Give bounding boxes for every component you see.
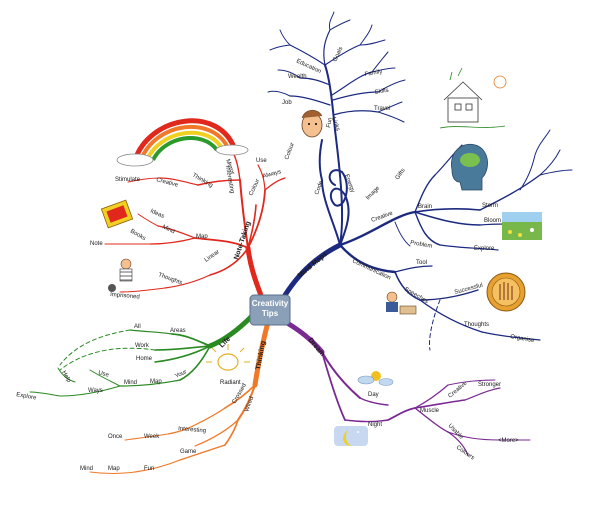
- label-dream[interactable]: Dream: [306, 337, 325, 358]
- label-energy: Energy: [343, 174, 355, 194]
- label-map-th: Map: [108, 466, 120, 472]
- label-fun-th: Fun: [144, 466, 154, 472]
- moon-icon: [334, 426, 368, 446]
- label-colour-nt: Colour: [248, 178, 261, 197]
- label-image: Image: [365, 185, 382, 202]
- label-job: Job: [282, 100, 292, 106]
- label-imprisoned: Imprisoned: [110, 292, 140, 301]
- label-day: Day: [368, 392, 379, 398]
- label-use-nt: Use: [256, 158, 267, 164]
- label-mind-th: Mind: [80, 466, 93, 472]
- central-node[interactable]: Creativity Tips: [249, 294, 291, 326]
- branch-thinking: [89, 319, 271, 474]
- label-code: Code: [314, 180, 325, 196]
- label-explore-mm: Explore: [474, 246, 495, 252]
- label-thinking[interactable]: Thinking: [255, 340, 267, 370]
- label-links: Links: [330, 117, 340, 132]
- label-week: Week: [144, 434, 160, 440]
- label-organise: Organise: [510, 334, 536, 344]
- label-speeches: Speeches: [403, 287, 429, 306]
- label-always: Always: [262, 169, 282, 180]
- label-fun: Fun: [326, 117, 334, 128]
- label-successful: Successful: [454, 283, 484, 296]
- label-map-life: Map: [150, 379, 162, 385]
- branch-dream: [279, 317, 531, 456]
- label-books: Books: [129, 229, 146, 243]
- hand-coin-icon: [486, 272, 526, 312]
- prisoner-icon: [108, 258, 133, 292]
- brain-head-icon: [451, 144, 488, 191]
- center-title-line-2: Tips: [262, 309, 279, 318]
- label-problem: Problem: [410, 240, 433, 250]
- label-mind-maps[interactable]: Mind Maps: [297, 251, 329, 280]
- label-thoughts-nt: Thoughts: [157, 272, 183, 286]
- label-storm: Storm: [482, 203, 498, 209]
- label-stronger: Stronger: [478, 382, 501, 388]
- label-linear: Linear: [204, 249, 221, 263]
- man-head-icon: [301, 109, 323, 138]
- label-bloom: Bloom: [484, 218, 501, 224]
- label-work: Work: [135, 343, 150, 349]
- label-map-nt: Map: [196, 234, 208, 240]
- label-help: Help: [60, 370, 72, 384]
- label-explore-life: Explore: [16, 392, 38, 402]
- label-note: Note: [90, 241, 103, 247]
- center-title-line-1: Creativity: [252, 299, 289, 308]
- label-game: Game: [180, 449, 197, 455]
- landscape-photo-icon: [502, 212, 542, 240]
- label-colour: Colour: [284, 142, 296, 161]
- branch-life: [29, 313, 255, 397]
- label-use-life: Use: [97, 370, 109, 379]
- label-tool: Tool: [416, 260, 427, 266]
- label-wealth: Wealth: [288, 74, 307, 80]
- label-skills: Skills: [374, 88, 389, 96]
- label-travel: Travel: [374, 106, 390, 112]
- label-brain: Brain: [418, 204, 432, 210]
- radiant-brain-icon: [206, 344, 250, 371]
- rainbow-icon: [116, 118, 249, 167]
- branch-mind-maps: [267, 11, 573, 351]
- label-muscle: Muscle: [420, 408, 440, 414]
- label-stimulate: Stimulate: [115, 177, 141, 183]
- label-wired: Wired: [244, 396, 255, 413]
- label-night: Night: [368, 422, 382, 428]
- label-family: Family: [364, 69, 382, 78]
- label-all: All: [134, 324, 141, 330]
- book-icon: [100, 199, 134, 229]
- label-your: Your: [174, 369, 188, 380]
- label-interesting-th: Interesting: [178, 426, 206, 434]
- label-areas: Areas: [170, 328, 186, 334]
- label-more[interactable]: <More>: [498, 438, 519, 444]
- label-ways: Ways: [88, 388, 103, 394]
- label-mind-life: Mind: [124, 380, 137, 386]
- speaker-icon: [386, 291, 417, 315]
- label-thoughts-mm: Thoughts: [464, 322, 489, 328]
- label-ideas: Ideas: [149, 208, 165, 220]
- label-once: Once: [108, 434, 123, 440]
- label-home: Home: [136, 356, 153, 362]
- label-creative-nt: Creative: [155, 177, 179, 189]
- label-interesting-nt: Interesting: [224, 165, 235, 194]
- label-radiant: Radiant: [220, 380, 241, 386]
- sun-clouds-icon: [357, 371, 394, 386]
- label-colours: Colours: [455, 445, 475, 462]
- label-thinking-nt: Thinking: [191, 173, 214, 190]
- label-mirror: Mirror: [224, 159, 235, 176]
- label-gifts: Gifts: [395, 168, 407, 182]
- house-drawing-icon: [439, 67, 507, 129]
- label-mind-nt: Mind: [161, 224, 175, 235]
